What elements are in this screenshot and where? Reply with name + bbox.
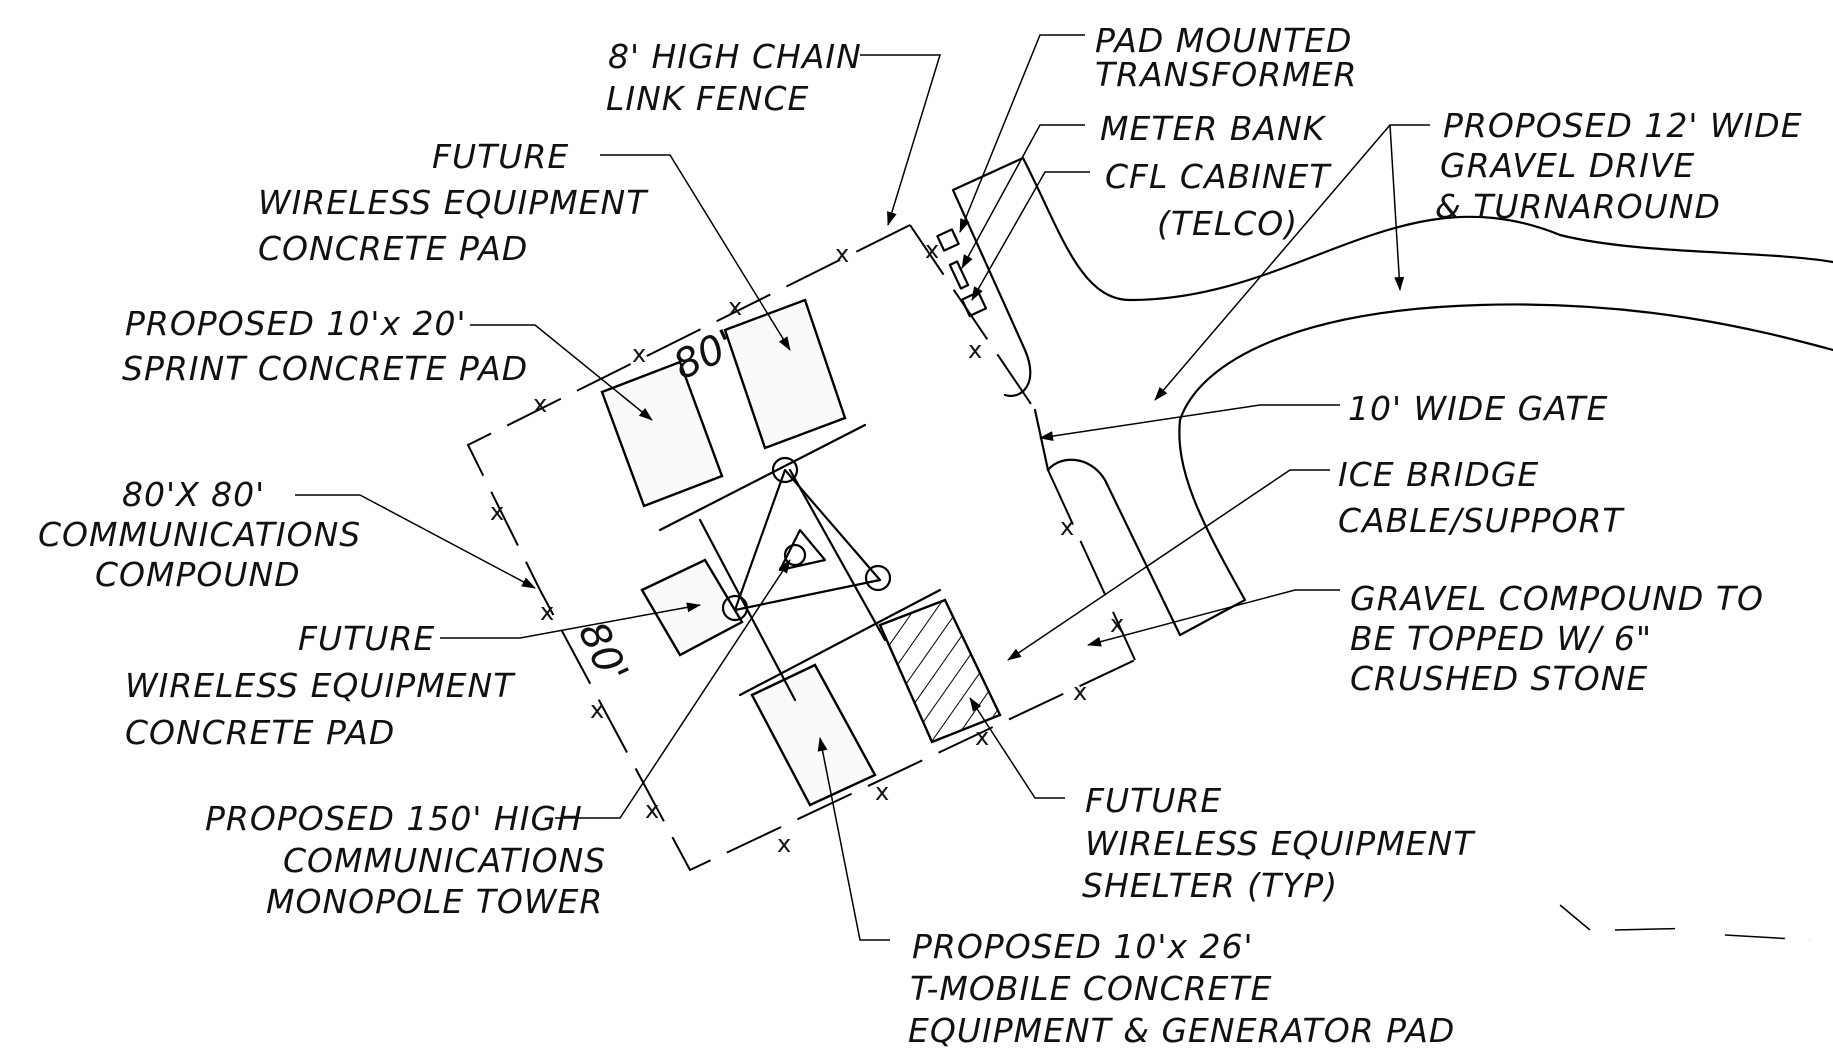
svg-text:8' HIGH CHAIN: 8' HIGH CHAIN	[608, 37, 862, 76]
svg-text:EQUIPMENT & GENERATOR PAD: EQUIPMENT & GENERATOR PAD	[908, 1011, 1455, 1050]
svg-text:PAD MOUNTED: PAD MOUNTED	[1095, 21, 1352, 60]
svg-text:MONOPOLE TOWER: MONOPOLE TOWER	[266, 882, 603, 921]
svg-text:x: x	[645, 796, 659, 824]
svg-text:x: x	[875, 778, 889, 806]
label-gravel-drive: PROPOSED 12' WIDE GRAVEL DRIVE & TURNARO…	[1435, 106, 1803, 226]
svg-text:CABLE/SUPPORT: CABLE/SUPPORT	[1338, 501, 1625, 540]
svg-text:x: x	[632, 340, 646, 368]
svg-text:x: x	[533, 390, 547, 418]
label-future-pad-left: FUTURE WIRELESS EQUIPMENT CONCRETE PAD	[125, 619, 516, 752]
svg-text:COMMUNICATIONS: COMMUNICATIONS	[38, 515, 361, 554]
label-chain-link-fence: 8' HIGH CHAIN LINK FENCE	[606, 37, 862, 118]
future-shelter	[878, 598, 1002, 744]
sprint-pad	[600, 360, 724, 508]
drive-edge-upper	[1021, 156, 1833, 302]
svg-text:T-MOBILE CONCRETE: T-MOBILE CONCRETE	[910, 969, 1272, 1008]
svg-text:PROPOSED 150' HIGH: PROPOSED 150' HIGH	[205, 799, 583, 838]
svg-text:GRAVEL COMPOUND TO: GRAVEL COMPOUND TO	[1350, 579, 1764, 618]
svg-text:x: x	[777, 830, 791, 858]
svg-text:ICE BRIDGE: ICE BRIDGE	[1338, 455, 1539, 494]
svg-text:10' WIDE GATE: 10' WIDE GATE	[1348, 389, 1608, 428]
svg-text:x: x	[540, 598, 554, 626]
svg-text:x: x	[1060, 513, 1074, 541]
svg-text:& TURNAROUND: & TURNAROUND	[1435, 187, 1721, 226]
future-pad-top	[723, 298, 847, 450]
svg-text:WIRELESS EQUIPMENT: WIRELESS EQUIPMENT	[258, 183, 649, 222]
label-tower: PROPOSED 150' HIGH COMMUNICATIONS MONOPO…	[205, 799, 606, 921]
svg-text:80'X 80': 80'X 80'	[122, 475, 265, 514]
future-pad-left	[640, 558, 744, 657]
svg-text:GRAVEL DRIVE: GRAVEL DRIVE	[1440, 146, 1695, 185]
label-gravel-compound: GRAVEL COMPOUND TO BE TOPPED W/ 6" CRUSH…	[1350, 579, 1764, 698]
label-meter-bank: METER BANK	[1100, 109, 1327, 148]
svg-text:x: x	[728, 293, 742, 321]
svg-text:x: x	[925, 236, 939, 264]
leader-lines	[295, 34, 1430, 941]
svg-text:TRANSFORMER: TRANSFORMER	[1095, 55, 1357, 94]
svg-text:x: x	[968, 336, 982, 364]
svg-text:x: x	[1110, 610, 1124, 638]
svg-text:CONCRETE PAD: CONCRETE PAD	[125, 713, 395, 752]
label-tmobile-pad: PROPOSED 10'x 26' T-MOBILE CONCRETE EQUI…	[908, 927, 1455, 1050]
svg-text:PROPOSED 12' WIDE: PROPOSED 12' WIDE	[1443, 106, 1803, 145]
svg-text:x: x	[835, 240, 849, 268]
svg-text:FUTURE: FUTURE	[432, 137, 569, 176]
fence-x-marks: x x x x x x x x x x x x x x x x	[490, 236, 1124, 858]
monopole-tower	[721, 456, 892, 622]
drive-edge-compound	[951, 156, 1032, 398]
drive-edge-lower	[1178, 303, 1833, 637]
drive-faint-line	[1559, 904, 1811, 941]
svg-text:PROPOSED 10'x 26': PROPOSED 10'x 26'	[912, 927, 1254, 966]
svg-text:x: x	[1073, 678, 1087, 706]
svg-text:x: x	[490, 498, 504, 526]
label-compound: 80'X 80' COMMUNICATIONS COMPOUND	[38, 475, 361, 594]
svg-text:SPRINT CONCRETE PAD: SPRINT CONCRETE PAD	[122, 349, 528, 388]
svg-text:LINK FENCE: LINK FENCE	[606, 79, 809, 118]
tmobile-pad	[750, 663, 877, 807]
svg-text:PROPOSED 10'x 20': PROPOSED 10'x 20'	[125, 304, 467, 343]
label-sprint-pad: PROPOSED 10'x 20' SPRINT CONCRETE PAD	[122, 304, 528, 388]
label-transformer: PAD MOUNTED TRANSFORMER	[1095, 21, 1357, 94]
svg-text:CFL CABINET: CFL CABINET	[1105, 157, 1332, 196]
drive-edge-compound-south	[1046, 458, 1182, 637]
svg-text:WIRELESS EQUIPMENT: WIRELESS EQUIPMENT	[1085, 824, 1476, 863]
svg-text:SHELTER (TYP): SHELTER (TYP)	[1082, 866, 1338, 905]
compound-fence	[466, 224, 1136, 872]
label-future-pad-top: FUTURE WIRELESS EQUIPMENT CONCRETE PAD	[258, 137, 649, 268]
svg-text:FUTURE: FUTURE	[298, 619, 435, 658]
svg-text:x: x	[590, 696, 604, 724]
svg-text:COMPOUND: COMPOUND	[95, 555, 301, 594]
label-ice-bridge: ICE BRIDGE CABLE/SUPPORT	[1338, 455, 1625, 540]
svg-text:FUTURE: FUTURE	[1085, 781, 1222, 820]
svg-text:COMMUNICATIONS: COMMUNICATIONS	[283, 841, 606, 880]
label-future-shelter: FUTURE WIRELESS EQUIPMENT SHELTER (TYP)	[1082, 781, 1476, 905]
svg-text:CRUSHED STONE: CRUSHED STONE	[1350, 659, 1648, 698]
label-gate: 10' WIDE GATE	[1348, 389, 1608, 428]
svg-text:x: x	[975, 723, 989, 751]
svg-text:(TELCO): (TELCO)	[1157, 204, 1298, 243]
dimension-left: 80'	[569, 615, 637, 691]
svg-text:WIRELESS EQUIPMENT: WIRELESS EQUIPMENT	[125, 666, 516, 705]
svg-text:METER BANK: METER BANK	[1100, 109, 1327, 148]
svg-text:BE TOPPED W/ 6": BE TOPPED W/ 6"	[1350, 619, 1652, 658]
svg-text:CONCRETE PAD: CONCRETE PAD	[258, 229, 528, 268]
label-cfl-cabinet: CFL CABINET (TELCO)	[1105, 157, 1332, 243]
